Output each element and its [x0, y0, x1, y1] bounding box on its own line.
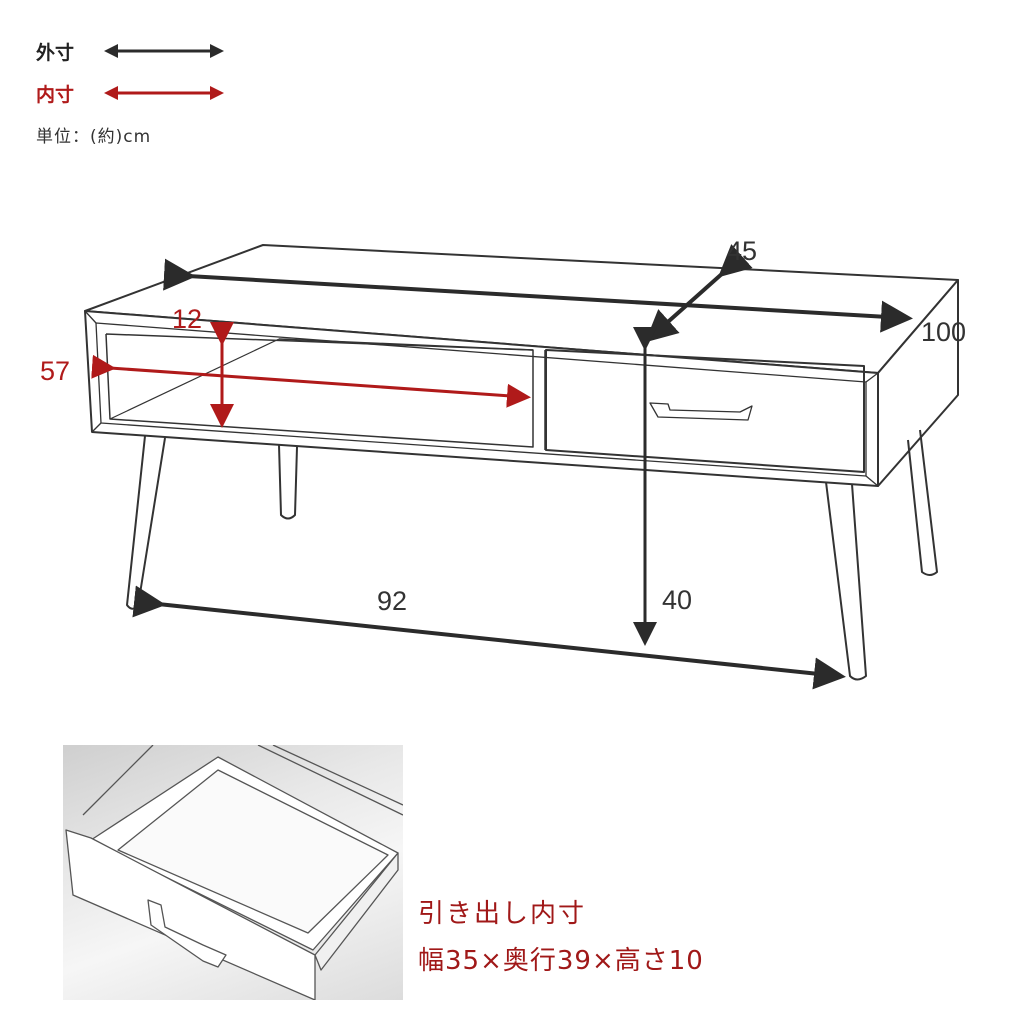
legend-outer: 外寸: [36, 30, 224, 72]
inner-arrow-icon: [104, 86, 224, 100]
leg-span-label: 92: [377, 586, 407, 616]
open-drawer-drawing: [65, 745, 403, 1000]
shelf-width-label: 57: [40, 356, 70, 386]
depth-label: 45: [727, 236, 757, 266]
shelf-height-label: 12: [172, 304, 202, 334]
legend: 外寸 内寸 単位：(約)cm: [36, 30, 224, 147]
legend-inner: 内寸: [36, 72, 224, 114]
outer-dimension-label: 外寸: [36, 41, 75, 64]
inner-dimension-label: 内寸: [36, 83, 75, 106]
unit-label: 単位：(約)cm: [36, 127, 152, 147]
width-label: 100: [921, 317, 966, 347]
outer-dimension-arrows: [132, 244, 913, 690]
drawer-note-size: 幅35×奥行39×高さ10: [418, 946, 704, 976]
inner-dimension-arrows: [91, 322, 531, 428]
drawer-note-title: 引き出し内寸: [418, 899, 587, 929]
drawer-illustration: [63, 745, 403, 1000]
table-outline: [84, 244, 959, 681]
drawer-inner-dimensions: 引き出し内寸 幅35×奥行39×高さ10: [418, 893, 704, 977]
table-diagram: 45 100 40 92 57 12: [40, 236, 966, 690]
height-label: 40: [662, 585, 692, 615]
outer-arrow-icon: [104, 44, 224, 58]
